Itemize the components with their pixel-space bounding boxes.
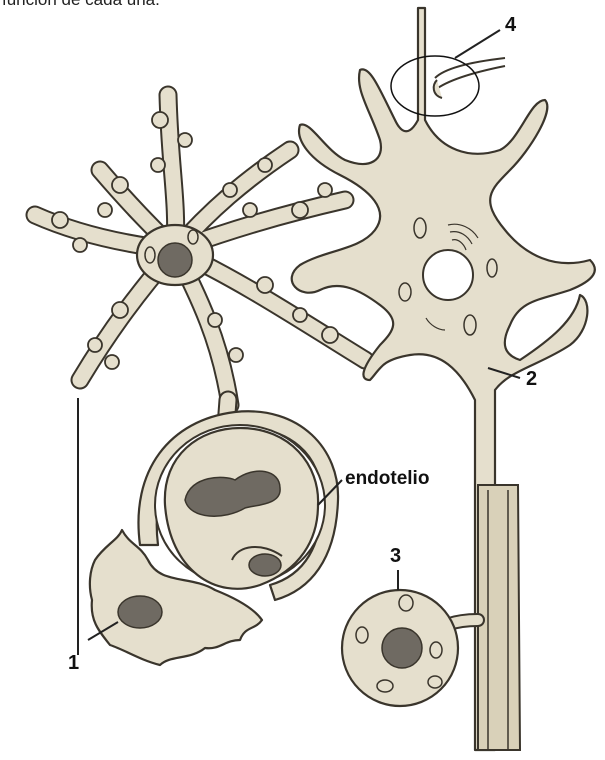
label-2: 2: [526, 368, 537, 391]
astrocyte-nucleus: [158, 243, 192, 277]
label-3: 3: [390, 545, 401, 568]
label-1: 1: [68, 652, 79, 675]
label-4: 4: [505, 14, 516, 37]
astrocyte-mitochondrion: [145, 247, 155, 263]
capillary: [138, 411, 338, 600]
label-4-leader: [455, 30, 500, 58]
astrocyte-mitochondrion: [188, 230, 198, 244]
endothelial-nucleus: [249, 554, 281, 576]
oligodendrocyte: [342, 570, 478, 706]
oligodendrocyte-nucleus: [382, 628, 422, 668]
label-endotelio: endotelio: [345, 468, 429, 490]
microglia-nucleus: [118, 596, 162, 628]
neuron-nucleus: [423, 250, 473, 300]
